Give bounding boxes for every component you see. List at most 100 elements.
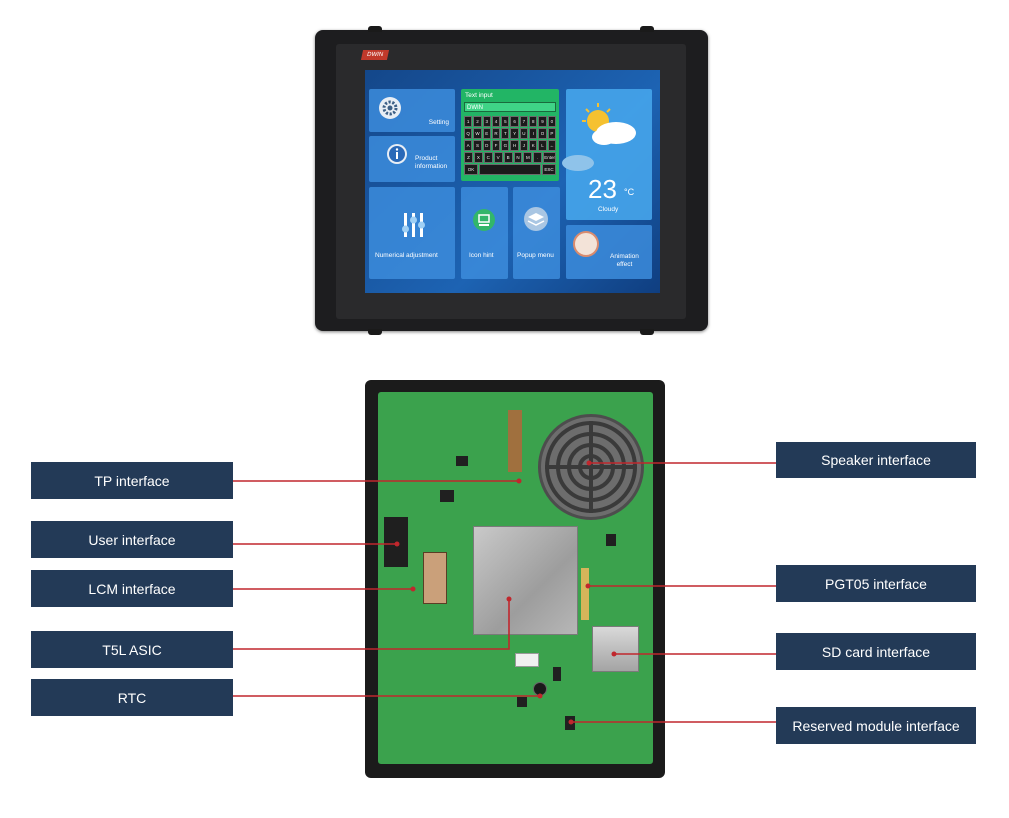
label-tp-interface: TP interface <box>31 462 233 499</box>
white-connector <box>515 653 539 667</box>
label-pgt05-interface: PGT05 interface <box>776 565 976 602</box>
keyboard-key[interactable]: K <box>529 140 538 151</box>
pgt05-pads <box>581 568 589 620</box>
speaker-grille <box>538 414 644 520</box>
label-user-interface: User interface <box>31 521 233 558</box>
leader-dot <box>585 583 591 589</box>
popup-menu-label: Popup menu <box>517 252 554 259</box>
leader-dot <box>394 541 400 547</box>
keyboard-key[interactable]: Z <box>464 152 473 163</box>
smd-chip <box>440 490 454 502</box>
product-information-tile[interactable]: Product information <box>369 136 455 182</box>
small-cloud-icon <box>560 151 596 171</box>
temperature-value: 23 <box>588 174 617 204</box>
keyboard-key[interactable]: 3 <box>482 116 491 127</box>
label-speaker-interface: Speaker interface <box>776 442 976 478</box>
keyboard-key[interactable]: Q <box>464 128 473 139</box>
keyboard-key[interactable]: 8 <box>529 116 538 127</box>
numerical-adjustment-tile[interactable]: Numerical adjustment <box>369 187 455 279</box>
smd-chip <box>517 697 527 707</box>
leader-dot <box>537 693 543 699</box>
layers-icon <box>524 207 548 231</box>
keyboard-key[interactable]: 4 <box>491 116 501 127</box>
sd-card-slot <box>592 626 639 672</box>
weather-tile[interactable]: 23 °C Cloudy <box>562 89 652 220</box>
icon-hint-label: Icon hint <box>469 252 494 259</box>
keyboard-key[interactable]: G <box>501 140 510 151</box>
keyboard-key[interactable]: W <box>473 128 482 139</box>
keyboard-key[interactable]: Y <box>510 128 519 139</box>
setting-label: Setting <box>428 119 449 126</box>
keyboard-key[interactable]: B <box>503 152 513 163</box>
keyboard-key[interactable]: D <box>482 140 491 151</box>
keyboard-key[interactable]: X <box>473 152 483 163</box>
smd-chip <box>456 456 468 466</box>
tp-flex-cable <box>508 410 522 472</box>
keyboard-row: OK ESC <box>464 164 556 175</box>
smd-chip <box>553 667 561 681</box>
leader-dot <box>516 478 522 484</box>
keyboard-key[interactable]: . <box>533 152 543 163</box>
label-t5l-asic: T5L ASIC <box>31 631 233 668</box>
keyboard-key[interactable]: V <box>493 152 503 163</box>
keyboard-key[interactable]: 5 <box>501 116 510 127</box>
keyboard-key[interactable]: 0 <box>547 116 556 127</box>
label-sd-card-interface: SD card interface <box>776 633 976 670</box>
lcd-screen: Setting Product information Numerical ad… <box>365 70 660 293</box>
keyboard-key[interactable]: 6 <box>510 116 519 127</box>
keyboard-key[interactable]: L <box>538 140 547 151</box>
setting-tile[interactable]: Setting <box>369 89 455 132</box>
keyboard-key[interactable]: E <box>482 128 491 139</box>
keyboard-key[interactable]: 1 <box>464 116 473 127</box>
keyboard-key[interactable]: A <box>464 140 473 151</box>
mounting-tab <box>640 26 654 32</box>
popup-menu-tile[interactable]: Popup menu <box>513 187 560 279</box>
keyboard-key[interactable]: R <box>491 128 501 139</box>
keyboard-key[interactable]: 7 <box>519 116 529 127</box>
keyboard-key[interactable]: J <box>519 140 529 151</box>
text-input-field[interactable]: DWIN <box>464 102 556 112</box>
numerical-adjustment-label: Numerical adjustment <box>375 252 438 259</box>
keyboard-key[interactable]: H <box>510 140 519 151</box>
keyboard-key[interactable]: U <box>519 128 529 139</box>
keyboard-key[interactable]: I <box>529 128 538 139</box>
weather-description: Cloudy <box>598 206 619 213</box>
keyboard-key[interactable]: ESC <box>542 164 556 175</box>
leader-dot <box>611 651 617 657</box>
keyboard-key[interactable]: M <box>523 152 533 163</box>
keyboard-key[interactable]: T <box>501 128 510 139</box>
keyboard-key[interactable] <box>479 164 541 175</box>
label-rtc: RTC <box>31 679 233 716</box>
keyboard-key[interactable]: F <box>491 140 501 151</box>
lcm-connector <box>423 552 447 604</box>
leader-dot <box>586 460 592 466</box>
animation-effect-tile[interactable]: Animation effect <box>566 225 652 279</box>
keyboard-key[interactable]: Enter <box>543 152 557 163</box>
temperature-unit: °C <box>624 187 635 197</box>
keyboard-key[interactable]: ← <box>547 140 556 151</box>
keyboard-key[interactable]: 9 <box>538 116 547 127</box>
keyboard-key[interactable]: P <box>547 128 556 139</box>
animation-effect-label: Animation effect <box>610 253 639 268</box>
leader-dot <box>410 586 416 592</box>
text-input-title: Text input <box>465 92 493 99</box>
keyboard-key[interactable]: N <box>513 152 523 163</box>
keyboard-key[interactable]: OK <box>464 164 478 175</box>
keyboard-key[interactable]: O <box>538 128 547 139</box>
product-information-label: Product information <box>415 155 448 170</box>
keyboard-key[interactable]: C <box>483 152 493 163</box>
mounting-tab <box>368 26 382 32</box>
animation-icon <box>573 231 599 257</box>
sliders-icon <box>399 211 429 239</box>
leader-asic <box>233 599 510 650</box>
keyboard-key[interactable]: S <box>473 140 482 151</box>
t5l-asic-shield <box>473 526 578 635</box>
keyboard-key[interactable]: 2 <box>473 116 482 127</box>
icon-hint-tile[interactable]: Icon hint <box>461 187 508 279</box>
